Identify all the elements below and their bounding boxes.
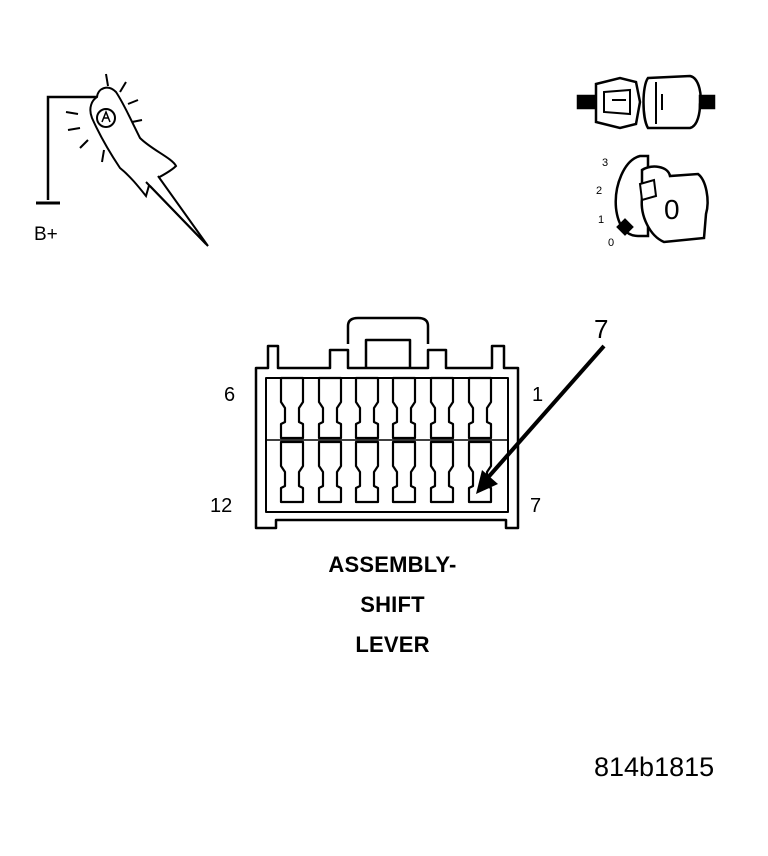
terminal-cavity bbox=[354, 376, 380, 440]
pin-label-6: 6 bbox=[224, 384, 235, 406]
connector-housing bbox=[254, 316, 520, 530]
ignition-position-3: 3 bbox=[602, 157, 608, 169]
figure-id: 814b1815 bbox=[594, 752, 715, 782]
pin-label-7: 7 bbox=[530, 495, 541, 517]
terminal-cavity bbox=[317, 440, 343, 504]
pin-label-12: 12 bbox=[210, 495, 232, 517]
terminal-cavity bbox=[429, 440, 455, 504]
terminal-cavity bbox=[354, 440, 380, 504]
terminal-cavity bbox=[279, 440, 305, 504]
title-line-2: SHIFT bbox=[360, 592, 425, 617]
callout-label: 7 bbox=[594, 314, 608, 344]
terminal-cavity bbox=[467, 440, 493, 504]
terminal-cavity bbox=[317, 376, 343, 440]
terminal-cavity bbox=[429, 376, 455, 440]
terminal-cavity bbox=[391, 440, 417, 504]
ignition-selected-position: 0 bbox=[664, 194, 680, 225]
disconnected-connector-icon bbox=[576, 74, 716, 130]
ignition-position-0: 0 bbox=[608, 237, 614, 249]
terminal-cavity bbox=[391, 376, 417, 440]
terminal-cavities bbox=[279, 376, 493, 504]
terminal-cavity bbox=[467, 376, 493, 440]
test-light-icon bbox=[36, 73, 209, 247]
ignition-position-1: 1 bbox=[598, 214, 604, 226]
b-plus-label: B+ bbox=[34, 224, 58, 245]
terminal-cavity bbox=[279, 376, 305, 440]
title-line-3: LEVER bbox=[355, 632, 430, 657]
pin-label-1: 1 bbox=[532, 384, 543, 406]
ignition-key-icon bbox=[614, 154, 709, 244]
title-line-1: ASSEMBLY- bbox=[328, 552, 457, 577]
ignition-position-2: 2 bbox=[596, 185, 602, 197]
pin-7-callout-arrow bbox=[476, 344, 606, 494]
